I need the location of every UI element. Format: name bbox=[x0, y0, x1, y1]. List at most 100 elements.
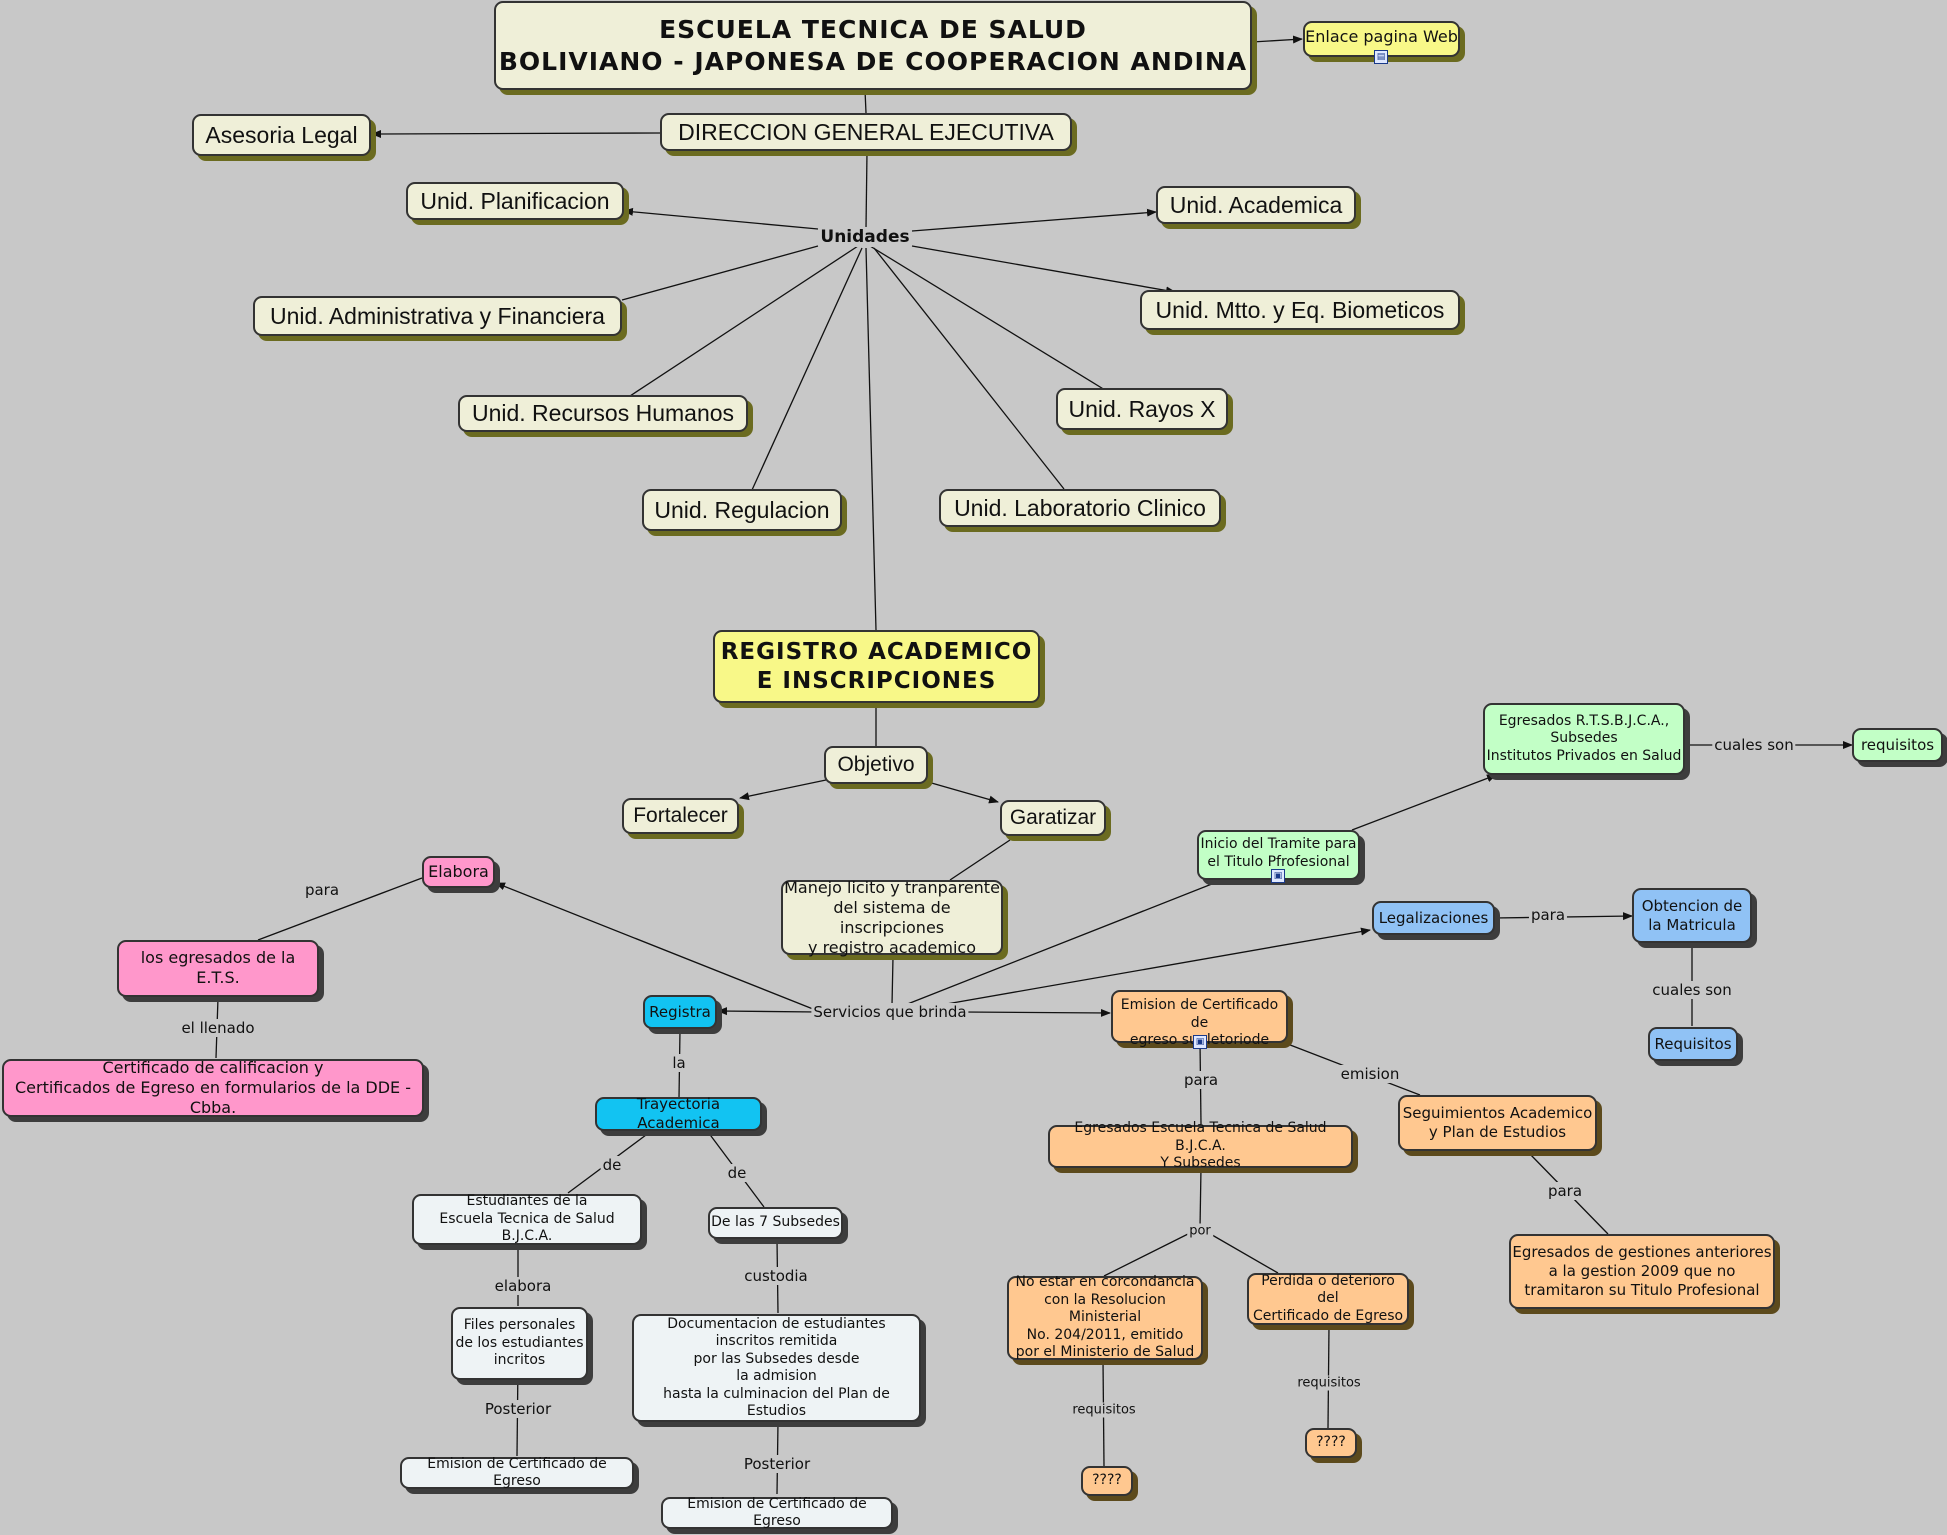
emision-egreso-2-label: Emision de Certificado de Egreso bbox=[687, 1495, 867, 1530]
perdida-label: Perdida o deterioro del Certificado de E… bbox=[1252, 1272, 1404, 1324]
direccion-node[interactable]: DIRECCION GENERAL EJECUTIVA bbox=[660, 113, 1072, 151]
no-estar-node[interactable]: No estar en corcondancia con la Resoluci… bbox=[1007, 1274, 1203, 1361]
unit-regulacion[interactable]: Unid. Regulacion bbox=[642, 489, 842, 531]
question-label-1: ???? bbox=[1092, 1472, 1122, 1489]
garatizar-node[interactable]: Garatizar bbox=[1000, 800, 1106, 836]
link-para-2: para bbox=[1528, 906, 1568, 924]
elabora-node[interactable]: Elabora bbox=[422, 856, 495, 888]
link-por: por bbox=[1187, 1223, 1213, 1239]
link-para-4: para bbox=[1545, 1182, 1585, 1200]
certificado-calif-label: Certificado de calificacion y Certificad… bbox=[14, 1058, 412, 1117]
emision-egreso-1-label: Emision de Certificado de Egreso bbox=[427, 1455, 607, 1490]
unit-laboratorio-label: Unid. Laboratorio Clinico bbox=[954, 494, 1206, 521]
link-la: la bbox=[670, 1054, 688, 1072]
school-title-node[interactable]: ESCUELA TECNICA DE SALUD BOLIVIANO - JAP… bbox=[494, 1, 1252, 90]
estudiantes-escuela-label: Estudiantes de la Escuela Tecnica de Sal… bbox=[439, 1193, 615, 1245]
elabora-label: Elabora bbox=[428, 862, 489, 881]
link-emision: emision bbox=[1338, 1065, 1402, 1083]
link-requisitos-1: requisitos bbox=[1070, 1402, 1138, 1418]
seguimientos-label: Seguimientos Academico y Plan de Estudio… bbox=[1402, 1104, 1593, 1141]
documentacion-label: Documentacion de estudiantes inscritos r… bbox=[663, 1315, 890, 1420]
unit-planificacion[interactable]: Unid. Planificacion bbox=[406, 182, 624, 220]
garatizar-label: Garatizar bbox=[1009, 805, 1097, 829]
unidades-label: Unidades bbox=[818, 227, 912, 247]
question-node-1[interactable]: ???? bbox=[1081, 1466, 1133, 1496]
link-cuales-son-1: cuales son bbox=[1712, 736, 1796, 754]
unit-academica[interactable]: Unid. Academica bbox=[1156, 186, 1356, 224]
registro-line2: E INSCRIPCIONES bbox=[756, 667, 997, 694]
perdida-node[interactable]: Perdida o deterioro del Certificado de E… bbox=[1247, 1273, 1409, 1325]
asesoria-label: Asesoria Legal bbox=[205, 121, 358, 148]
link-cuales-son-2: cuales son bbox=[1650, 981, 1734, 999]
unit-academica-label: Unid. Academica bbox=[1169, 191, 1343, 218]
asesoria-node[interactable]: Asesoria Legal bbox=[192, 114, 371, 156]
seguimientos-node[interactable]: Seguimientos Academico y Plan de Estudio… bbox=[1398, 1095, 1597, 1151]
files-label: Files personales de los estudiantes incr… bbox=[455, 1317, 584, 1369]
unit-administrativa-label: Unid. Administrativa y Financiera bbox=[270, 302, 605, 329]
question-node-2[interactable]: ???? bbox=[1305, 1428, 1357, 1458]
unit-administrativa[interactable]: Unid. Administrativa y Financiera bbox=[253, 296, 622, 336]
manejo-node[interactable]: Manejo licito y tranparente del sistema … bbox=[781, 877, 1003, 957]
egresados-gestiones-label: Egresados de gestiones anteriores a la g… bbox=[1512, 1243, 1772, 1299]
question-label-2: ???? bbox=[1316, 1434, 1346, 1451]
unit-rrhh[interactable]: Unid. Recursos Humanos bbox=[458, 395, 748, 432]
image-icon[interactable]: ▣ bbox=[1271, 869, 1285, 883]
unit-mtto[interactable]: Unid. Mtto. y Eq. Biometicos bbox=[1140, 290, 1460, 330]
egresados-gestiones-node[interactable]: Egresados de gestiones anteriores a la g… bbox=[1509, 1234, 1775, 1309]
no-estar-label: No estar en corcondancia con la Resoluci… bbox=[1015, 1274, 1195, 1361]
inicio-tramite-node[interactable]: Inicio del Tramite para el Titulo Pfrofe… bbox=[1197, 830, 1360, 880]
legalizaciones-node[interactable]: Legalizaciones bbox=[1372, 901, 1495, 935]
egresados-ets-node[interactable]: los egresados de la E.T.S. bbox=[117, 940, 319, 997]
obtencion-label: Obtencion de la Matricula bbox=[1641, 896, 1743, 934]
egresados-escuela-node[interactable]: Egresados Escuela Tecnica de Salud B.J.C… bbox=[1048, 1120, 1353, 1171]
legalizaciones-label: Legalizaciones bbox=[1378, 908, 1489, 927]
link-para-1: para bbox=[302, 881, 342, 899]
link-custodia: custodia bbox=[742, 1267, 810, 1285]
egresados-ets-label: los egresados de la E.T.S. bbox=[140, 948, 296, 987]
unit-rayos[interactable]: Unid. Rayos X bbox=[1056, 388, 1228, 430]
unit-rrhh-label: Unid. Recursos Humanos bbox=[471, 400, 735, 427]
unit-laboratorio[interactable]: Unid. Laboratorio Clinico bbox=[939, 489, 1221, 527]
manejo-label: Manejo licito y tranparente del sistema … bbox=[784, 877, 1000, 957]
link-de-1: de bbox=[600, 1156, 624, 1174]
inicio-tramite-label: Inicio del Tramite para el Titulo Pfrofe… bbox=[1200, 836, 1357, 870]
siete-subsedes-node[interactable]: De las 7 Subsedes bbox=[708, 1207, 843, 1239]
documentacion-node[interactable]: Documentacion de estudiantes inscritos r… bbox=[632, 1314, 921, 1422]
unit-rayos-label: Unid. Rayos X bbox=[1068, 395, 1216, 422]
servicios-label: Servicios que brinda bbox=[811, 1003, 969, 1021]
web-link-label: Enlace pagina Web bbox=[1305, 27, 1458, 46]
egresados-rts-node[interactable]: Egresados R.T.S.B.J.C.A., Subsedes Insti… bbox=[1483, 703, 1685, 775]
web-link-icon[interactable]: ▤ bbox=[1374, 50, 1388, 64]
requisitos-blue-label: Requisitos bbox=[1654, 1034, 1732, 1053]
fortalecer-label: Fortalecer bbox=[633, 803, 728, 827]
link-de-2: de bbox=[725, 1164, 749, 1182]
files-node[interactable]: Files personales de los estudiantes incr… bbox=[451, 1307, 588, 1380]
estudiantes-escuela-node[interactable]: Estudiantes de la Escuela Tecnica de Sal… bbox=[412, 1193, 642, 1245]
requisitos-green-label: requisitos bbox=[1860, 735, 1935, 754]
unit-mtto-label: Unid. Mtto. y Eq. Biometicos bbox=[1155, 296, 1445, 323]
egresados-rts-label: Egresados R.T.S.B.J.C.A., Subsedes Insti… bbox=[1486, 712, 1682, 764]
registro-line1: REGISTRO ACADEMICO bbox=[720, 638, 1033, 665]
fortalecer-node[interactable]: Fortalecer bbox=[622, 798, 739, 834]
obtencion-node[interactable]: Obtencion de la Matricula bbox=[1632, 888, 1752, 943]
objetivo-label: Objetivo bbox=[837, 752, 915, 776]
unit-planificacion-label: Unid. Planificacion bbox=[420, 187, 610, 214]
direccion-label: DIRECCION GENERAL EJECUTIVA bbox=[678, 118, 1054, 145]
objetivo-node[interactable]: Objetivo bbox=[824, 746, 928, 784]
link-posterior-2: Posterior bbox=[741, 1455, 813, 1473]
image-icon-2[interactable]: ▣ bbox=[1193, 1035, 1207, 1049]
emision-egreso-1-node[interactable]: Emision de Certificado de Egreso bbox=[400, 1455, 634, 1490]
link-posterior-1: Posterior bbox=[482, 1400, 554, 1418]
school-title-line1: ESCUELA TECNICA DE SALUD bbox=[659, 15, 1087, 45]
certificado-calif-node[interactable]: Certificado de calificacion y Certificad… bbox=[2, 1058, 424, 1117]
emision-supletorio-node[interactable]: Emision de Certificado de egreso supleto… bbox=[1111, 990, 1288, 1048]
egresados-escuela-label: Egresados Escuela Tecnica de Salud B.J.C… bbox=[1074, 1120, 1327, 1172]
trayectoria-node[interactable]: Trayectoria Academica bbox=[595, 1095, 762, 1132]
requisitos-green-node[interactable]: requisitos bbox=[1852, 728, 1943, 762]
requisitos-blue-node[interactable]: Requisitos bbox=[1648, 1027, 1738, 1061]
registro-node[interactable]: REGISTRO ACADEMICO E INSCRIPCIONES bbox=[713, 630, 1040, 703]
link-el-llenado: el llenado bbox=[179, 1019, 257, 1037]
siete-subsedes-label: De las 7 Subsedes bbox=[711, 1214, 840, 1231]
registra-node[interactable]: Registra bbox=[643, 995, 717, 1029]
emision-egreso-2-node[interactable]: Emision de Certificado de Egreso bbox=[661, 1495, 893, 1530]
